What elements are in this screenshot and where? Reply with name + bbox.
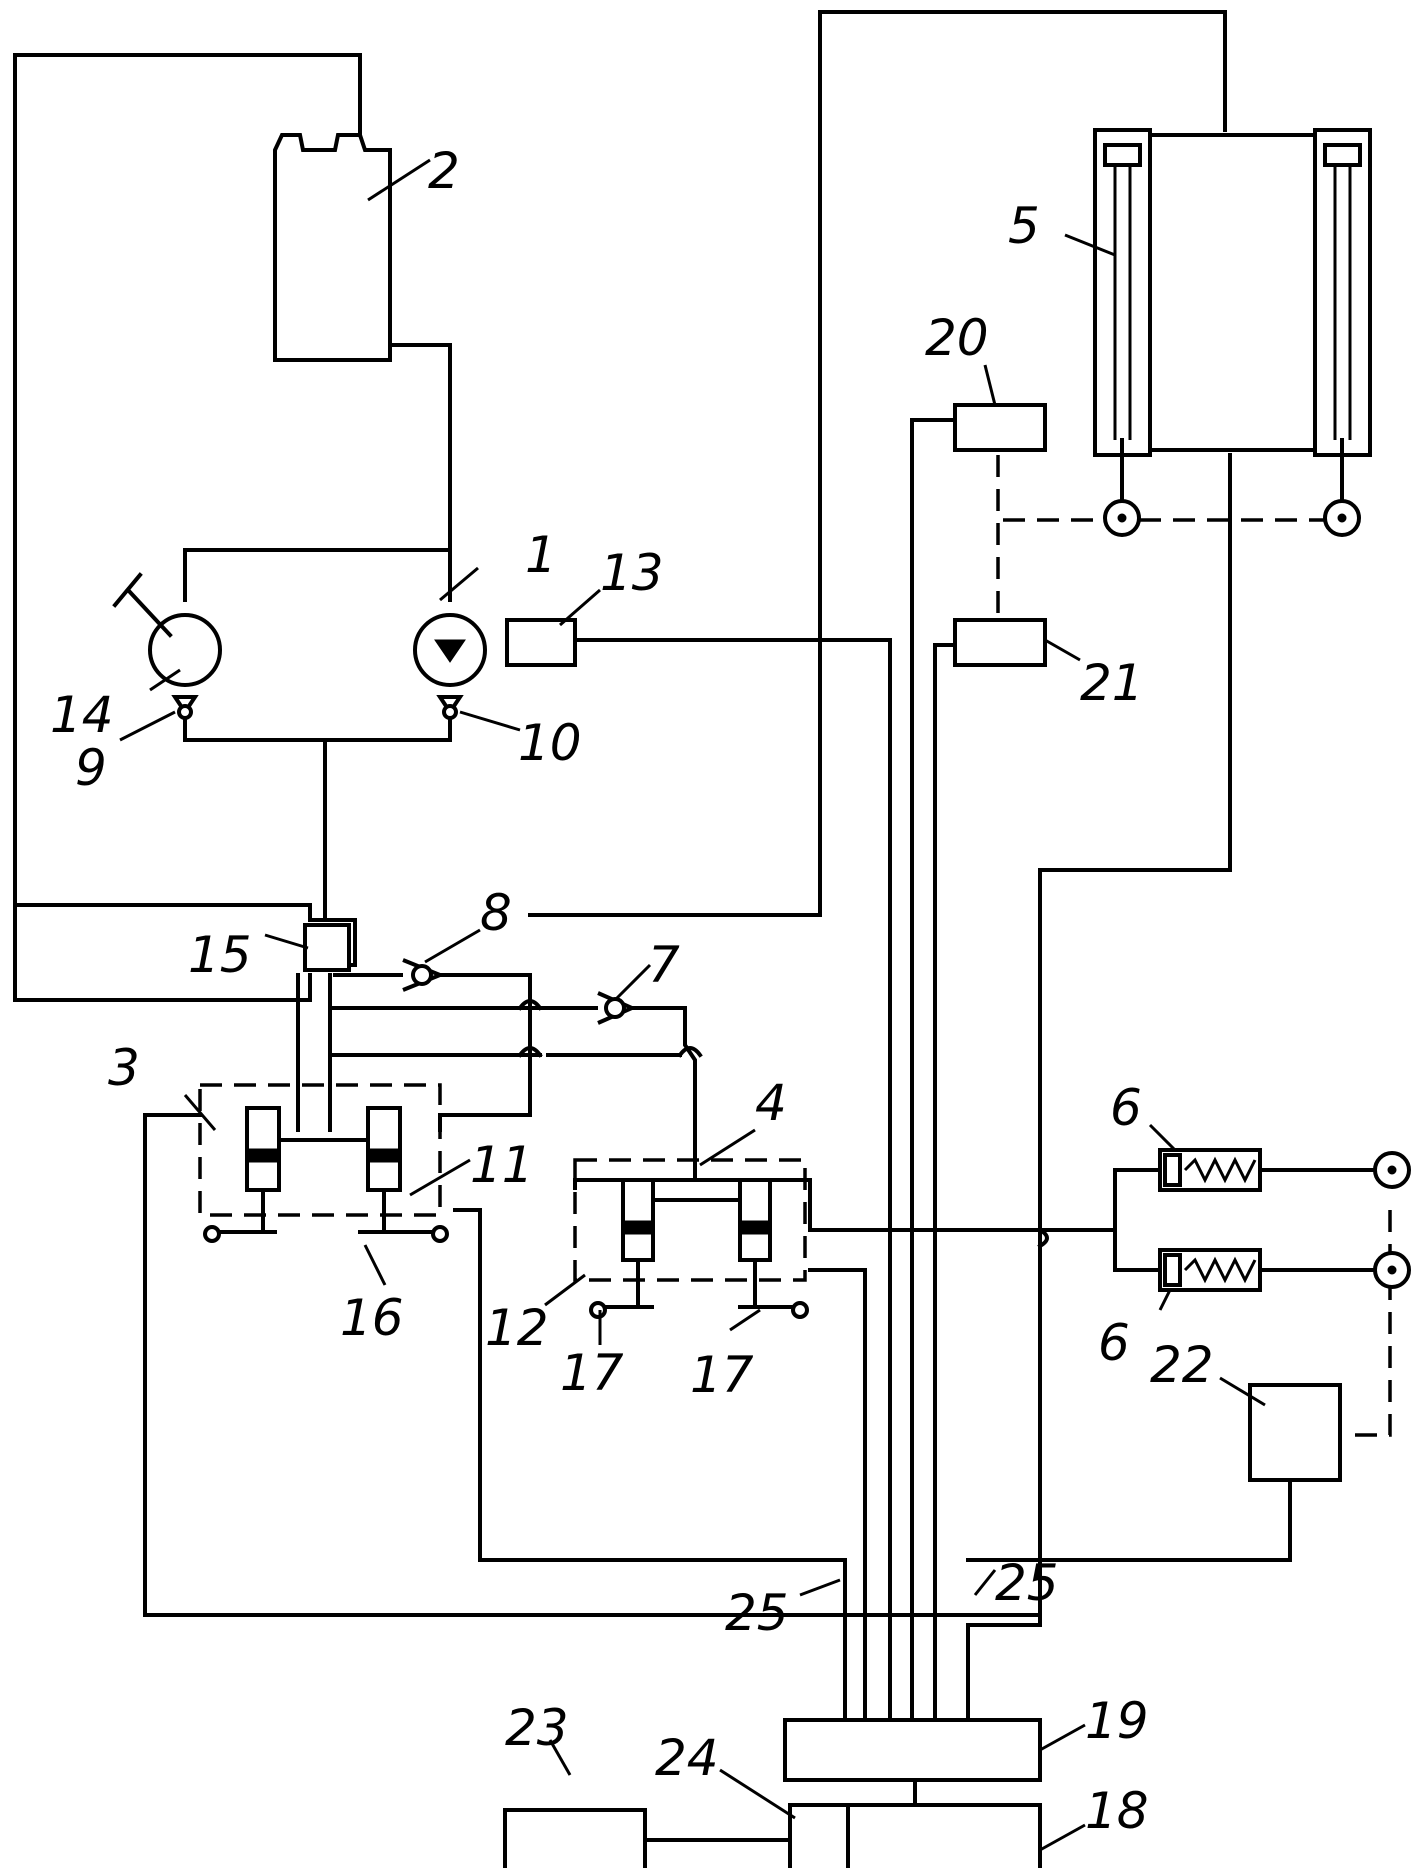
label-25-left: 25 <box>725 1584 789 1642</box>
label-2: 2 <box>428 142 460 200</box>
label-8: 8 <box>480 884 512 942</box>
label-22: 22 <box>1150 1336 1214 1394</box>
label-25-right: 25 <box>995 1554 1059 1612</box>
lift-cylinders <box>1095 130 1370 535</box>
label-13: 13 <box>600 544 664 602</box>
sensor-21 <box>955 620 1045 665</box>
label-14: 14 <box>50 686 114 744</box>
label-6-bottom: 6 <box>1098 1314 1130 1372</box>
label-20: 20 <box>925 309 989 367</box>
label-19: 19 <box>1085 1692 1149 1750</box>
pump-drive-box <box>507 620 575 665</box>
label-17-left: 17 <box>560 1344 624 1402</box>
unit-23 <box>505 1810 645 1868</box>
label-11: 11 <box>470 1136 534 1194</box>
check-valve-7 <box>598 993 632 1023</box>
label-18: 18 <box>1085 1782 1149 1840</box>
label-17-right: 17 <box>690 1346 754 1404</box>
label-1: 1 <box>525 526 557 584</box>
label-24: 24 <box>655 1729 719 1787</box>
label-10: 10 <box>518 714 582 772</box>
distributor-3 <box>200 1085 447 1241</box>
sensor-20 <box>955 405 1045 450</box>
main-pump <box>415 615 485 718</box>
control-block-19 <box>785 1720 1040 1780</box>
label-12: 12 <box>485 1299 549 1357</box>
unit-22 <box>1250 1385 1340 1480</box>
label-7: 7 <box>648 936 680 994</box>
hand-pump <box>115 575 220 718</box>
label-15: 15 <box>188 926 252 984</box>
reservoir <box>275 135 390 360</box>
check-valve-8 <box>403 960 440 990</box>
drive-unit-18-24 <box>790 1805 1040 1868</box>
label-21: 21 <box>1080 654 1144 712</box>
label-5: 5 <box>1008 197 1040 255</box>
distributor-4 <box>575 1160 807 1317</box>
label-9: 9 <box>75 739 107 797</box>
label-23: 23 <box>505 1699 569 1757</box>
pressure-valve <box>305 925 349 970</box>
label-4: 4 <box>755 1074 787 1132</box>
label-6-top: 6 <box>1110 1079 1142 1137</box>
label-3: 3 <box>108 1039 140 1097</box>
spring-cylinders <box>1160 1150 1409 1290</box>
label-16: 16 <box>340 1289 404 1347</box>
